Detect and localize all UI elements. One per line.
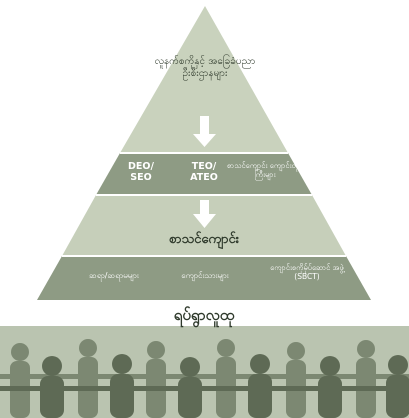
school-label: စာသင်ကျောင်း bbox=[168, 232, 240, 247]
people-silhouettes-icon bbox=[0, 339, 409, 418]
teachers-label: ဆရာ/ဆရာမများ bbox=[89, 271, 139, 280]
teo-ateo-label: TEO/ ATEO bbox=[190, 161, 218, 183]
pyramid-tier-officers bbox=[96, 153, 312, 195]
community-band bbox=[0, 326, 409, 418]
community-label: ရပ်ရွာလူထု bbox=[132, 306, 276, 326]
school-principals-label: စာသင်ကျောင်း ကျောင်းတုပ်ကြီးများ bbox=[226, 161, 304, 179]
deo-seo-label: DEO/ SEO bbox=[128, 161, 154, 183]
down-arrow-icon bbox=[193, 116, 216, 147]
students-label: ကျောင်းသားများ bbox=[181, 271, 229, 280]
apex-label: လူနက်စကိုနှင့် အခြေခံပညာဦးစီးဌာနများ bbox=[154, 56, 256, 79]
school-committee-label: ကျောင်းစကိုမ်ုပ်ဆောင် အဖွဲ့ (SBCT) bbox=[270, 263, 344, 281]
down-arrow-icon bbox=[193, 200, 216, 228]
pyramid-apex-tier bbox=[120, 6, 288, 153]
pyramid-tier-school-members bbox=[37, 256, 371, 300]
